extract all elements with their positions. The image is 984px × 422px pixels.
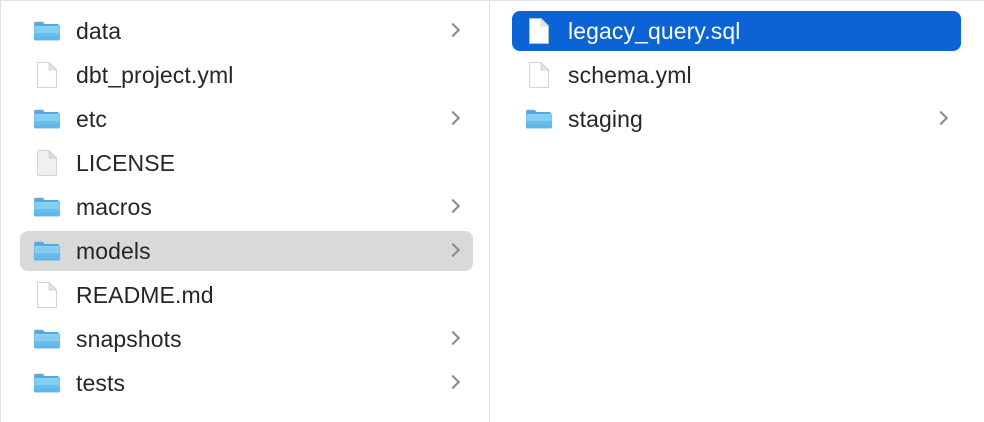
file-row-macros[interactable]: macros bbox=[20, 187, 473, 227]
file-row-label: legacy_query.sql bbox=[568, 18, 741, 44]
file-row-schema-yml[interactable]: schema.yml bbox=[512, 55, 961, 95]
file-row-label: dbt_project.yml bbox=[76, 62, 234, 88]
folder-icon bbox=[32, 16, 62, 46]
file-row-staging[interactable]: staging bbox=[512, 99, 961, 139]
folder-icon bbox=[32, 104, 62, 134]
chevron-right-icon[interactable] bbox=[935, 109, 947, 129]
file-row-models[interactable]: models bbox=[20, 231, 473, 271]
file-row-readme-md[interactable]: README.md bbox=[20, 275, 473, 315]
document-icon bbox=[524, 16, 554, 46]
file-row-label: snapshots bbox=[76, 326, 182, 352]
document-icon bbox=[32, 280, 62, 310]
file-row-snapshots[interactable]: snapshots bbox=[20, 319, 473, 359]
document-icon bbox=[32, 60, 62, 90]
file-row-label: data bbox=[76, 18, 122, 44]
file-row-label: etc bbox=[76, 106, 107, 132]
folder-icon bbox=[524, 104, 554, 134]
file-row-legacy-query-sql[interactable]: legacy_query.sql bbox=[512, 11, 961, 51]
chevron-right-icon[interactable] bbox=[447, 241, 459, 261]
file-list-column-2: legacy_query.sql schema.yml staging bbox=[490, 1, 984, 139]
file-row-label: schema.yml bbox=[568, 62, 692, 88]
folder-icon bbox=[32, 324, 62, 354]
file-row-etc[interactable]: etc bbox=[20, 99, 473, 139]
chevron-right-icon[interactable] bbox=[447, 373, 459, 393]
file-row-label: models bbox=[76, 238, 151, 264]
folder-icon bbox=[32, 368, 62, 398]
file-row-label: staging bbox=[568, 106, 643, 132]
chevron-right-icon[interactable] bbox=[447, 109, 459, 129]
document-icon bbox=[524, 60, 554, 90]
folder-icon bbox=[32, 236, 62, 266]
file-row-label: tests bbox=[76, 370, 126, 396]
file-row-license[interactable]: LICENSE bbox=[20, 143, 473, 183]
file-browser-column-2[interactable]: legacy_query.sql schema.yml staging bbox=[490, 1, 984, 422]
folder-icon bbox=[32, 192, 62, 222]
file-row-label: README.md bbox=[76, 282, 214, 308]
chevron-right-icon[interactable] bbox=[447, 197, 459, 217]
chevron-right-icon[interactable] bbox=[447, 329, 459, 349]
file-row-tests[interactable]: tests bbox=[20, 363, 473, 403]
file-row-label: LICENSE bbox=[76, 150, 176, 176]
document-gray-icon bbox=[32, 148, 62, 178]
file-row-data[interactable]: data bbox=[20, 11, 473, 51]
file-row-label: macros bbox=[76, 194, 153, 220]
file-row-dbt-project-yml[interactable]: dbt_project.yml bbox=[20, 55, 473, 95]
chevron-right-icon[interactable] bbox=[447, 21, 459, 41]
